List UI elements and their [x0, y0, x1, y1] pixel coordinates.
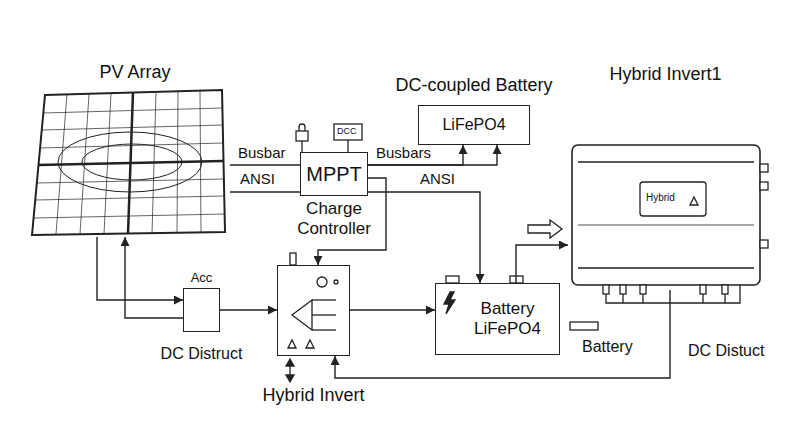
case-line	[578, 225, 754, 226]
node-text: MPPT	[306, 163, 362, 186]
node-text: Battery LiFePO4	[460, 299, 555, 338]
screen-label: Hybrid	[646, 192, 675, 204]
bottom-connector	[603, 285, 609, 294]
combiner-symbol	[286, 253, 338, 382]
wire-connector	[230, 164, 300, 165]
battery-label: Battery	[582, 338, 633, 356]
side-connector	[760, 240, 768, 248]
caption-holder: Hybrid Invert	[262, 385, 364, 406]
wire-connector	[368, 145, 497, 165]
wire-connector	[350, 309, 435, 310]
pv-panels	[32, 90, 225, 235]
node-caption: DC-coupled Battery	[395, 75, 552, 96]
terminal-mark	[288, 340, 296, 348]
wire-connector	[230, 191, 300, 192]
caption-holder: Acc	[191, 271, 213, 286]
panel-divider	[38, 161, 223, 165]
busbar-label: Busbars	[376, 144, 431, 161]
wire-connector	[368, 145, 463, 165]
node-caption: Acc	[191, 271, 213, 286]
case-line	[578, 161, 754, 162]
lock-icon	[296, 131, 308, 141]
switch-lead	[312, 299, 336, 300]
double-arrow	[286, 375, 294, 382]
case-line	[578, 267, 754, 268]
side-connector	[760, 164, 768, 172]
switch-lead	[312, 314, 336, 315]
caption-holder: DC Distruct	[161, 345, 243, 363]
battery: Battery LiFePO4	[435, 283, 560, 355]
switch-lead	[312, 329, 336, 330]
inverter-screen	[640, 182, 706, 216]
dc-disconnect: AccDC Distruct	[183, 288, 220, 332]
indicator	[317, 277, 327, 287]
panel-reflection	[82, 144, 182, 180]
bottom-connector	[722, 285, 728, 294]
lock-shackle	[299, 124, 305, 131]
node-caption: Hybrid Invert	[262, 385, 364, 406]
battery-terminal	[446, 276, 459, 283]
inverter-case	[572, 145, 760, 285]
standard-label: ANSI	[420, 170, 455, 187]
combiner-box: Hybrid Invert	[277, 265, 350, 356]
dcc-label: DCC	[337, 126, 357, 136]
icon-lead	[301, 141, 302, 152]
node-text: LiFePO4	[442, 116, 505, 134]
charge-controller: MPPTCharge Controller	[300, 152, 368, 196]
wire-connector	[125, 237, 183, 318]
node-caption: Hybrid Invert1	[609, 64, 721, 85]
battery-box: DC-coupled BatteryLiFePO4	[418, 105, 530, 145]
panel-reflection	[58, 132, 202, 192]
switch-handle	[290, 253, 296, 265]
wire-connector	[97, 237, 183, 300]
indicator	[334, 280, 338, 284]
wire-connector	[516, 245, 568, 283]
fuse-symbol	[570, 322, 598, 330]
bottom-connector	[620, 285, 626, 294]
dc-disconnect-label: DC Distuct	[688, 342, 764, 360]
busbar-label: Busbar	[238, 144, 286, 161]
bottom-connector	[700, 285, 706, 294]
node-text: PV Array	[99, 62, 170, 83]
bottom-connector	[640, 285, 646, 294]
standard-label: ANSI	[240, 170, 275, 187]
screen-icon	[690, 197, 698, 205]
node-caption: DC Distruct	[161, 345, 243, 363]
lightning-symbol	[444, 292, 455, 314]
caption-holder: Charge Controller	[282, 199, 386, 238]
pv-array: PV Array	[40, 62, 230, 237]
hybrid-inverter: Hybrid Invert1	[568, 140, 763, 290]
double-arrow	[286, 359, 294, 366]
panel-outline	[32, 90, 225, 235]
switch-wedge	[292, 300, 312, 330]
inverter-wiring	[606, 285, 740, 303]
controller-icons	[296, 124, 362, 152]
caption-holder: Hybrid Invert1	[609, 64, 721, 85]
side-connector	[760, 182, 768, 190]
icon-lead	[347, 140, 348, 152]
dcc-box	[334, 124, 362, 140]
node-caption: Charge Controller	[282, 199, 386, 238]
wire-connector	[220, 309, 277, 310]
terminal-mark	[306, 340, 314, 348]
wire-connector	[335, 290, 670, 378]
wire-connector	[368, 192, 480, 283]
hollow-arrow	[528, 220, 562, 238]
caption-holder: DC-coupled Battery	[395, 75, 552, 96]
inverter-housing	[572, 145, 768, 303]
